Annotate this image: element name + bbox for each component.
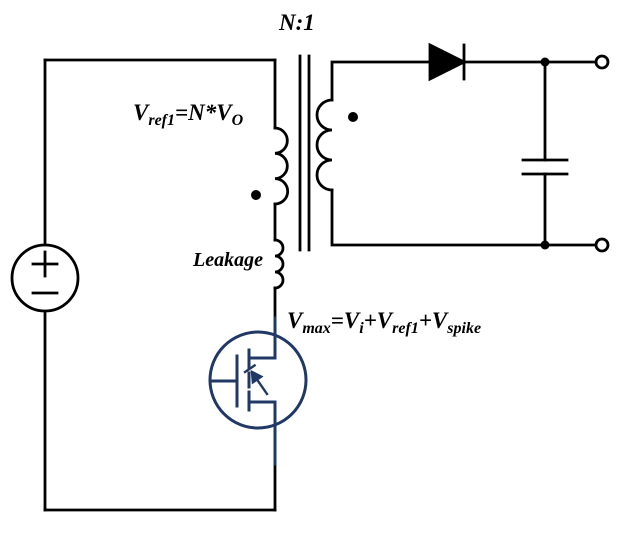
vref-eq: =N*V [175,100,233,125]
body-diode-line [255,377,269,396]
output-terminal-bottom [594,237,610,253]
vmax-eq1: =V [331,308,361,333]
turns-ratio-text: N:1 [278,10,315,35]
output-capacitor [521,60,569,247]
vmax-sub-ref1: ref1 [392,320,419,337]
transformer-core [298,54,311,252]
leakage-inductor-coil [273,238,285,290]
polarity-dot-secondary [348,112,358,122]
vmax-label: Vmax=Vi+Vref1+Vspike [287,308,481,337]
primary-winding-coil [273,126,290,206]
wire-secondary-top [330,60,432,102]
turns-ratio-label: N:1 [278,10,315,35]
junction-dot-top [540,57,550,67]
body-diode-arrowhead [250,369,264,385]
vmax-main: V [287,308,304,333]
vref-sub2: O [232,112,244,129]
body-diode-bar [243,363,257,374]
leakage-text: Leakage [192,249,263,271]
vref-sub: ref1 [148,112,175,129]
secondary-winding-coil [315,98,334,192]
vmax-plus2: +V [419,308,449,333]
polarity-dot-primary [251,190,261,200]
dc-voltage-source [10,243,80,313]
leakage-label: Leakage [192,249,263,271]
vmax-sub: max [302,320,330,337]
mosfet-body-circle [208,330,308,430]
vmax-plus1: +V [364,308,394,333]
n-channel-mosfet [208,316,308,466]
source-body [10,243,80,313]
vref-label: Vref1=N*VO [133,100,244,129]
vmax-sub-i: i [359,320,364,337]
diode-triangle [428,42,468,82]
output-diode [428,42,468,82]
vmax-sub-spike: spike [446,320,481,337]
circuit-wiring [10,42,610,512]
junction-dot-bottom [540,240,550,250]
output-terminal-top [594,54,610,70]
wire-secondary-bottom [330,188,597,247]
vref-main: V [133,100,150,125]
mosfet-body-diode [243,363,269,396]
